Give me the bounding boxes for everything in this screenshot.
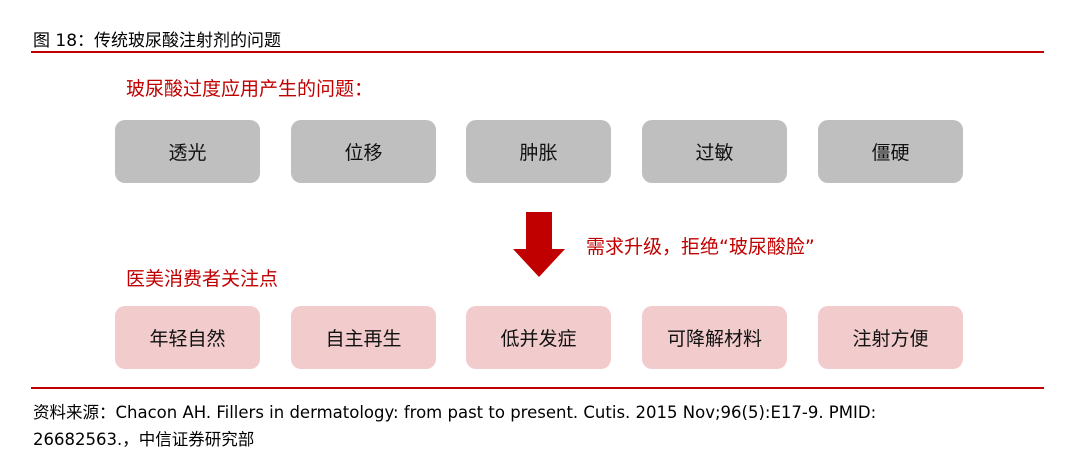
focus-box: 注射方便 xyxy=(818,306,963,369)
focus-box: 低并发症 xyxy=(466,306,611,369)
title-divider xyxy=(31,51,1044,53)
source-line: 资料来源：Chacon AH. Fillers in dermatology: … xyxy=(33,403,877,422)
down-arrow-icon xyxy=(513,212,565,277)
focus-box: 自主再生 xyxy=(291,306,436,369)
arrow-label: 需求升级，拒绝“玻尿酸脸” xyxy=(586,236,815,258)
focus-heading: 医美消费者关注点 xyxy=(126,268,279,290)
focus-box: 可降解材料 xyxy=(642,306,787,369)
problems-heading: 玻尿酸过度应用产生的问题： xyxy=(126,78,374,100)
problem-box: 透光 xyxy=(115,120,260,183)
problem-box: 过敏 xyxy=(642,120,787,183)
problem-box: 位移 xyxy=(291,120,436,183)
source-divider xyxy=(31,387,1044,389)
problem-box: 肿胀 xyxy=(466,120,611,183)
problem-box: 僵硬 xyxy=(818,120,963,183)
figure-title: 图 18：传统玻尿酸注射剂的问题 xyxy=(33,31,282,51)
source-line: 26682563.，中信证券研究部 xyxy=(33,430,255,449)
focus-box: 年轻自然 xyxy=(115,306,260,369)
